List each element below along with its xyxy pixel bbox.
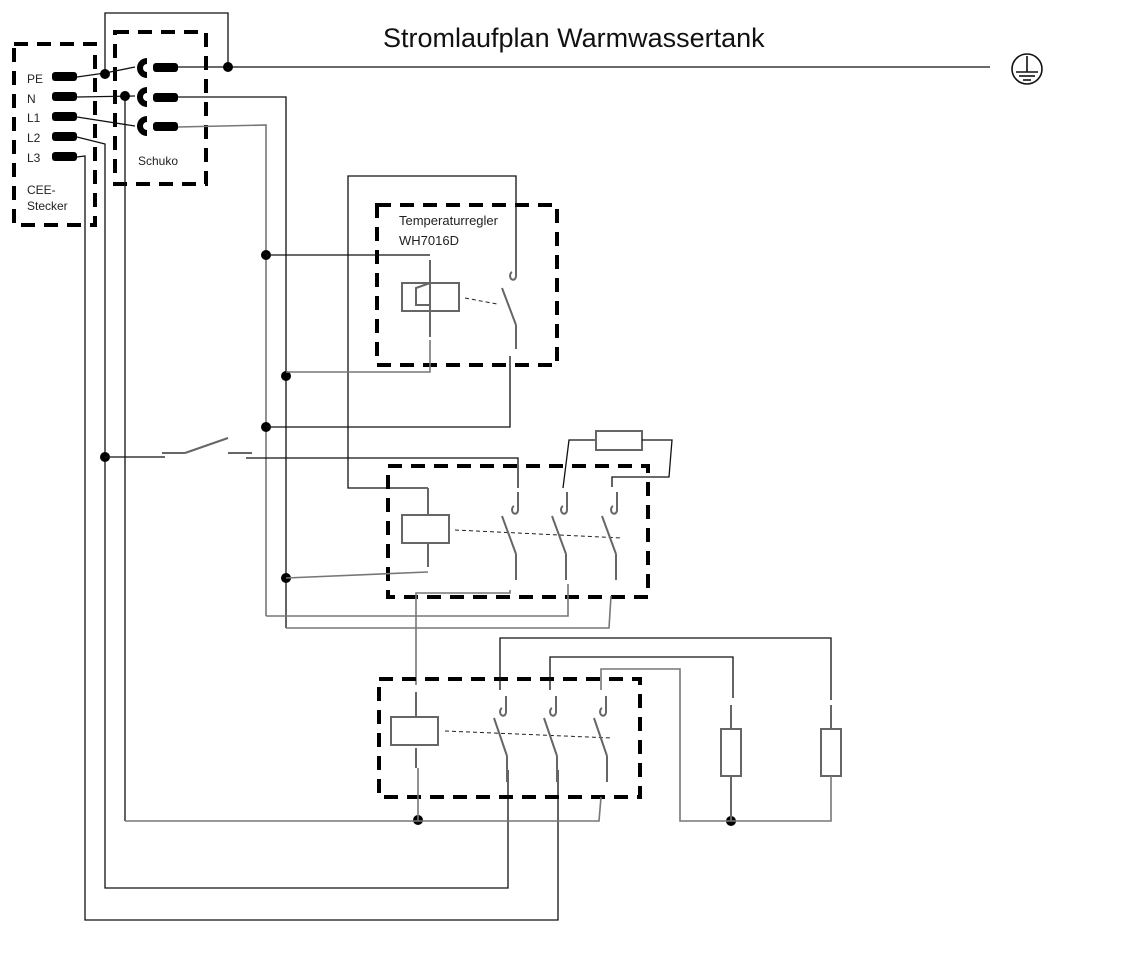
schuko-socket: Schuko (113, 30, 208, 186)
relay-2-coil-icon (390, 716, 439, 746)
cee-label-2: Stecker (27, 199, 68, 213)
socket-contact-pe (137, 58, 178, 78)
relay-1-contact-1 (501, 492, 520, 580)
pin-label-l1: L1 (27, 111, 41, 125)
relay-1-coil-icon (401, 514, 450, 544)
cee-plug: PE N L1 L2 L3 CEE- Stecker (12, 42, 97, 227)
socket-contact-l (137, 116, 178, 136)
relay-2 (125, 637, 832, 822)
relay-2-contact-1 (493, 696, 508, 782)
pin-pe (52, 72, 77, 81)
relay-2-contact-3 (593, 696, 608, 782)
pin-l3 (52, 152, 77, 161)
relay-2-contact-2 (543, 696, 558, 782)
manual-switch-icon (105, 437, 519, 488)
pin-label-l3: L3 (27, 151, 41, 165)
socket-contact-n (137, 87, 178, 107)
schuko-label: Schuko (138, 154, 178, 168)
heating-element-2 (731, 705, 842, 822)
diagram-title: Stromlaufplan Warmwassertank (383, 23, 765, 53)
pin-l1 (52, 112, 77, 121)
thermostat-label-1: Temperaturregler (399, 213, 499, 228)
pin-label-l2: L2 (27, 131, 41, 145)
heating-element-1-icon (720, 728, 742, 777)
relay-1-contact-2 (551, 492, 569, 580)
heating-element-1 (720, 705, 742, 821)
pin-n (52, 92, 77, 101)
heating-element-2-icon (820, 728, 842, 777)
cee-label-1: CEE- (27, 183, 56, 197)
pin-label-n: N (27, 92, 36, 106)
pin-label-pe: PE (27, 72, 43, 86)
pin-l2 (52, 132, 77, 141)
relay-1 (266, 430, 673, 685)
thermostat-sensor-icon (401, 282, 460, 312)
ground-icon (228, 53, 1043, 85)
relay-1-resistor-icon (595, 430, 643, 451)
thermostat-label-2: WH7016D (399, 233, 459, 248)
thermostat-controller: Temperaturregler WH7016D (266, 175, 559, 489)
relay-1-contact-3 (601, 492, 619, 580)
